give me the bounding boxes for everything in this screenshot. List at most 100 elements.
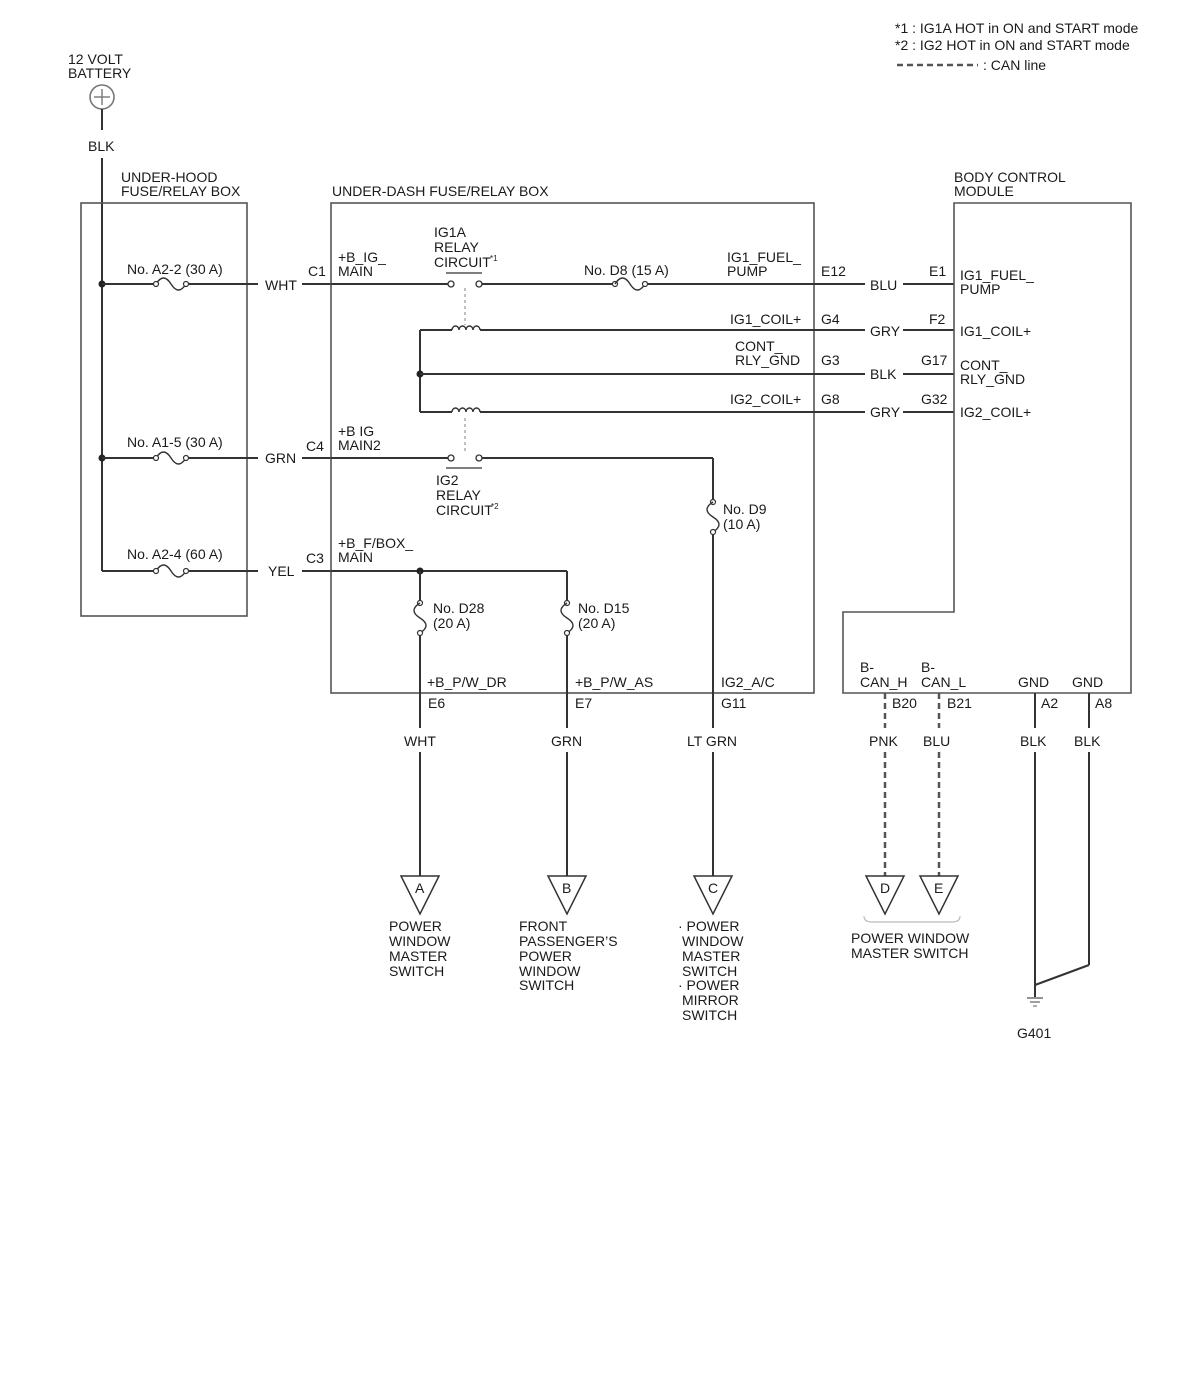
- relay-ig1a-line3: CIRCUIT: [434, 254, 491, 270]
- wire-blu: BLU: [870, 277, 897, 293]
- bcm-sig-rly-line2: RLY_GND: [960, 371, 1025, 387]
- interbox-wires: WHT GRN YEL C1 C4 C3: [265, 263, 331, 579]
- fuse-d28-icon: [413, 602, 427, 634]
- bcm-canh-line2: CAN_H: [860, 674, 907, 690]
- sig-ig1-coil: IG1_COIL+: [730, 311, 801, 327]
- dest-c-line1: · POWER: [678, 918, 739, 934]
- legend-note-1: *1 : IG1A HOT in ON and START mode: [895, 20, 1139, 36]
- pin-g8: G8: [821, 391, 840, 407]
- fuse-a2-2-label: No. A2-2 (30 A): [127, 261, 223, 277]
- bus-ig-main-line1: +B_IG_: [338, 249, 386, 265]
- dest-c-line6: MIRROR: [682, 992, 739, 1008]
- connector-e-label: E: [934, 880, 943, 896]
- sig-cont-rly-line2: RLY_GND: [735, 352, 800, 368]
- connector-c-icon: [692, 875, 734, 916]
- fuse-d9-line2: (10 A): [723, 516, 760, 532]
- bus-ig-main-line2: MAIN: [338, 263, 373, 279]
- pin-a2: A2: [1041, 695, 1058, 711]
- bus-fbox-main-line1: +B_F/BOX_: [338, 535, 413, 551]
- fuse-d9-line1: No. D9: [723, 501, 767, 517]
- wire-blk: BLK: [870, 366, 897, 382]
- dest-de-line1: POWER WINDOW: [851, 930, 970, 946]
- bus-ig-main2-line1: +B IG: [338, 423, 374, 439]
- ground-label: G401: [1017, 1025, 1051, 1041]
- out-pw-as: +B_P/W_AS: [575, 674, 653, 690]
- fuse-d9-icon: [706, 501, 720, 533]
- battery-wire-color: BLK: [88, 138, 115, 154]
- fuse-a2-4-icon: [155, 564, 187, 578]
- connector-a-icon: [399, 875, 441, 916]
- underhood-label-line2: FUSE/RELAY BOX: [121, 183, 241, 199]
- wire-gry-1: GRY: [870, 323, 901, 339]
- out-ig2-ac: IG2_A/C: [721, 674, 775, 690]
- wire-g11-color: LT GRN: [687, 733, 737, 749]
- connectors: A B C D E: [399, 875, 961, 923]
- conn-c4: C4: [306, 438, 324, 454]
- fuse-d8-icon: [614, 277, 646, 291]
- dest-c-line5: · POWER: [678, 977, 739, 993]
- conn-c3: C3: [306, 550, 324, 566]
- relay-ig1a-line2: RELAY: [434, 239, 480, 255]
- sig-ig1-fuel-line1: IG1_FUEL_: [727, 249, 801, 265]
- bcm-canh-line1: B-: [860, 659, 874, 675]
- fuse-a1-5-label: No. A1-5 (30 A): [127, 434, 223, 450]
- fuse-d28-line1: No. D28: [433, 600, 485, 616]
- pin-e12: E12: [821, 263, 846, 279]
- destinations: POWER WINDOW MASTER SWITCH FRONT PASSENG…: [389, 918, 970, 1023]
- underdash-fuse-box: UNDER-DASH FUSE/RELAY BOX +B_IG_ MAIN +B…: [330, 183, 846, 711]
- dest-c-line7: SWITCH: [682, 1007, 737, 1023]
- relay-ig1a-line1: IG1A: [434, 224, 467, 240]
- relay-ig2-note: *2: [491, 502, 499, 511]
- dest-c-line3: MASTER: [682, 948, 740, 964]
- underhood-feeds: [98, 277, 258, 578]
- fuse-d15-line1: No. D15: [578, 600, 630, 616]
- bcm-sig-coil2: IG2_COIL+: [960, 404, 1031, 420]
- pin-b21: B21: [947, 695, 972, 711]
- relay-ig1a-contact: [447, 280, 455, 288]
- wire-a8-color: BLK: [1074, 733, 1101, 749]
- pin-e7: E7: [575, 695, 592, 711]
- relay-ig2-line2: RELAY: [436, 487, 482, 503]
- pin-b20: B20: [892, 695, 917, 711]
- dest-b-line2: PASSENGER’S: [519, 933, 618, 949]
- dest-b-line1: FRONT: [519, 918, 568, 934]
- connector-d-icon: [864, 875, 906, 916]
- bcm-interconnect: BLU GRY BLK GRY: [814, 277, 954, 420]
- relay-ig1a-note: *1: [490, 254, 498, 263]
- dest-b-line5: SWITCH: [519, 977, 574, 993]
- dest-a-line1: POWER: [389, 918, 442, 934]
- sig-ig2-coil: IG2_COIL+: [730, 391, 801, 407]
- body-control-module: BODY CONTROL MODULE E1 F2 G17 G32 IG1_FU…: [842, 169, 1132, 711]
- bcm-sig-fuel-line1: IG1_FUEL_: [960, 267, 1034, 283]
- legend-can-line: : CAN line: [983, 57, 1046, 73]
- underhood-fuse-box: UNDER-HOOD FUSE/RELAY BOX No. A2-2 (30 A…: [80, 169, 248, 617]
- bcm-canl-line2: CAN_L: [921, 674, 966, 690]
- legend-note-2: *2 : IG2 HOT in ON and START mode: [895, 37, 1130, 53]
- underhood-label-line1: UNDER-HOOD: [121, 169, 217, 185]
- pin-a8: A8: [1095, 695, 1112, 711]
- pin-g11: G11: [721, 695, 747, 711]
- bcm-gnd-2: GND: [1072, 674, 1103, 690]
- conn-c1: C1: [308, 263, 326, 279]
- dest-c-line2: WINDOW: [682, 933, 744, 949]
- connector-a-label: A: [415, 880, 425, 896]
- fuse-d15-icon: [560, 602, 574, 634]
- wire-e6-color: WHT: [404, 733, 436, 749]
- pin-g4: G4: [821, 311, 840, 327]
- underdash-title: UNDER-DASH FUSE/RELAY BOX: [332, 183, 549, 199]
- wire-c3-color: YEL: [268, 563, 295, 579]
- sig-cont-rly-line1: CONT_: [735, 338, 783, 354]
- dest-b-line3: POWER: [519, 948, 572, 964]
- connector-d-label: D: [880, 880, 890, 896]
- dest-a-line3: MASTER: [389, 948, 447, 964]
- dest-de-line2: MASTER SWITCH: [851, 945, 968, 961]
- relay-ig2-line3: CIRCUIT: [436, 502, 493, 518]
- wire-b20-color: PNK: [869, 733, 898, 749]
- wire-b21-color: BLU: [923, 733, 950, 749]
- fuse-a2-4-label: No. A2-4 (60 A): [127, 546, 223, 562]
- bcm-sig-coil1: IG1_COIL+: [960, 323, 1031, 339]
- relay-ig1a-coil-icon: [451, 325, 481, 331]
- dest-a-line2: WINDOW: [389, 933, 451, 949]
- connector-b-icon: [546, 875, 588, 916]
